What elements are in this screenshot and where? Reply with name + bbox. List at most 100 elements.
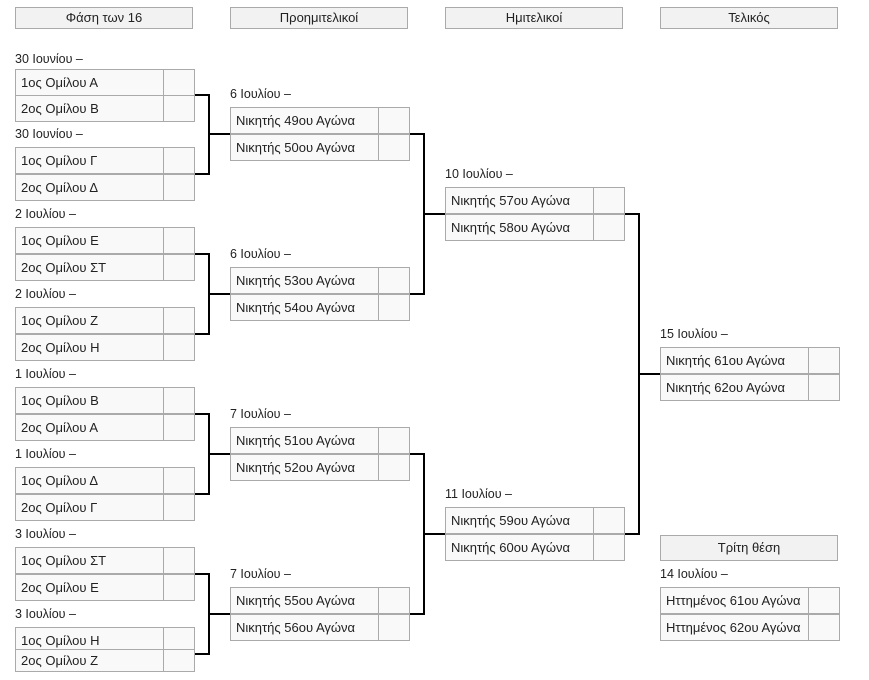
match-date: 14 Ιουλίου – (660, 567, 728, 581)
connector-line (195, 653, 210, 655)
team-row: Νικητής 59ου Αγώνα (445, 507, 625, 534)
team-name: 2ος Ομίλου Γ (16, 495, 164, 520)
team-row: 2ος Ομίλου Β (15, 95, 195, 122)
team-name: 2ος Ομίλου Ε (16, 575, 164, 600)
match-date: 6 Ιουλίου – (230, 247, 291, 261)
connector-line (195, 413, 210, 415)
round-header-third: Τρίτη θέση (660, 535, 838, 561)
team-name: Νικητής 60ου Αγώνα (446, 535, 594, 560)
team-row: Ηττημένος 62ου Αγώνα (660, 614, 840, 641)
team-score (379, 455, 409, 480)
connector-line (625, 533, 640, 535)
team-row: Νικητής 61ου Αγώνα (660, 347, 840, 374)
team-name: Ηττημένος 62ου Αγώνα (661, 615, 809, 640)
team-name: Νικητής 58ου Αγώνα (446, 215, 594, 240)
connector-line (423, 213, 445, 215)
team-row: 1ος Ομίλου Δ (15, 467, 195, 494)
team-row: Νικητής 62ου Αγώνα (660, 374, 840, 401)
team-row: 1ος Ομίλου Ζ (15, 307, 195, 334)
team-name: 1ος Ομίλου Η (16, 628, 164, 653)
team-score (809, 375, 839, 400)
team-row: 2ος Ομίλου Ε (15, 574, 195, 601)
match-date: 30 Ιουνίου – (15, 52, 83, 66)
team-row: 2ος Ομίλου Ζ (15, 649, 195, 672)
match-date: 3 Ιουλίου – (15, 527, 76, 541)
team-score (379, 295, 409, 320)
team-row: 1ος Ομίλου Ε (15, 227, 195, 254)
team-row: 1ος Ομίλου Γ (15, 147, 195, 174)
team-row: Νικητής 51ου Αγώνα (230, 427, 410, 454)
team-row: Νικητής 57ου Αγώνα (445, 187, 625, 214)
connector-line (195, 173, 210, 175)
team-row: 2ος Ομίλου Δ (15, 174, 195, 201)
team-name: 1ος Ομίλου Ε (16, 228, 164, 253)
team-score (164, 468, 194, 493)
team-row: Ηττημένος 61ου Αγώνα (660, 587, 840, 614)
match-date: 2 Ιουλίου – (15, 287, 76, 301)
team-name: 1ος Ομίλου Γ (16, 148, 164, 173)
connector-line (195, 94, 210, 96)
team-row: Νικητής 60ου Αγώνα (445, 534, 625, 561)
team-score (164, 228, 194, 253)
team-row: Νικητής 54ου Αγώνα (230, 294, 410, 321)
team-row: 1ος Ομίλου Β (15, 387, 195, 414)
connector-line (208, 133, 230, 135)
team-score (809, 348, 839, 373)
team-row: 1ος Ομίλου Α (15, 69, 195, 96)
team-name: 2ος Ομίλου Β (16, 96, 164, 121)
team-score (379, 108, 409, 133)
team-row: Νικητής 49ου Αγώνα (230, 107, 410, 134)
team-score (379, 428, 409, 453)
team-score (164, 335, 194, 360)
team-name: 1ος Ομίλου Β (16, 388, 164, 413)
team-name: 2ος Ομίλου Α (16, 415, 164, 440)
round-header-final: Τελικός (660, 7, 838, 29)
team-name: 2ος Ομίλου Ζ (16, 650, 164, 671)
team-score (164, 308, 194, 333)
team-row: 2ος Ομίλου Γ (15, 494, 195, 521)
connector-line (410, 453, 425, 455)
team-row: 2ος Ομίλου Η (15, 334, 195, 361)
connector-line (195, 253, 210, 255)
match-date: 1 Ιουλίου – (15, 447, 76, 461)
team-score (594, 188, 624, 213)
connector-line (423, 533, 445, 535)
team-score (164, 650, 194, 671)
team-name: Νικητής 59ου Αγώνα (446, 508, 594, 533)
team-row: Νικητής 55ου Αγώνα (230, 587, 410, 614)
match-date: 6 Ιουλίου – (230, 87, 291, 101)
team-name: 1ος Ομίλου Δ (16, 468, 164, 493)
round-header-r16: Φάση των 16 (15, 7, 193, 29)
team-name: Νικητής 51ου Αγώνα (231, 428, 379, 453)
team-name: Νικητής 56ου Αγώνα (231, 615, 379, 640)
team-score (164, 148, 194, 173)
team-score (379, 268, 409, 293)
team-name: Νικητής 62ου Αγώνα (661, 375, 809, 400)
match-date: 2 Ιουλίου – (15, 207, 76, 221)
connector-line (410, 133, 425, 135)
connector-line (410, 613, 425, 615)
connector-line (195, 333, 210, 335)
team-score (379, 615, 409, 640)
connector-line (195, 573, 210, 575)
round-header-sf: Ημιτελικοί (445, 7, 623, 29)
team-name: Νικητής 53ου Αγώνα (231, 268, 379, 293)
team-name: Νικητής 49ου Αγώνα (231, 108, 379, 133)
connector-line (638, 373, 660, 375)
team-row: 1ος Ομίλου ΣΤ (15, 547, 195, 574)
connector-line (410, 293, 425, 295)
team-row: Νικητής 53ου Αγώνα (230, 267, 410, 294)
team-score (594, 535, 624, 560)
connector-line (195, 493, 210, 495)
team-row: Νικητής 52ου Αγώνα (230, 454, 410, 481)
team-name: Νικητής 55ου Αγώνα (231, 588, 379, 613)
match-date: 11 Ιουλίου – (445, 487, 512, 501)
connector-line (208, 613, 230, 615)
team-score (164, 575, 194, 600)
team-row: 2ος Ομίλου ΣΤ (15, 254, 195, 281)
team-score (809, 615, 839, 640)
match-date: 1 Ιουλίου – (15, 367, 76, 381)
team-score (164, 415, 194, 440)
team-score (164, 96, 194, 121)
team-name: 2ος Ομίλου ΣΤ (16, 255, 164, 280)
